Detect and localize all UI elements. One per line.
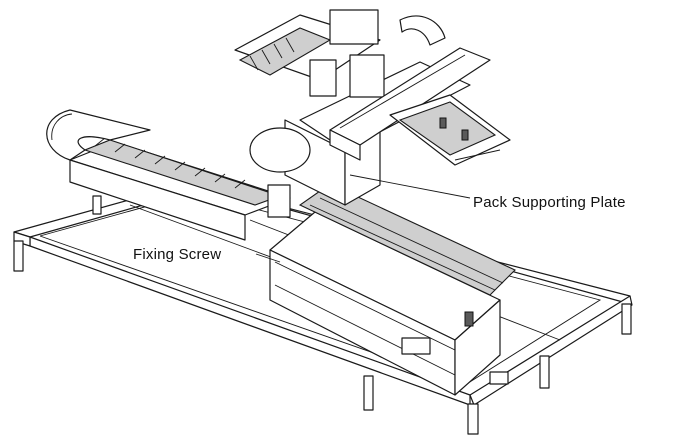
upper-assembly xyxy=(234,9,511,166)
y-axis-beam xyxy=(46,109,291,241)
pack-plate-leader-line xyxy=(349,174,471,199)
pack-supporting-plate-label: Pack Supporting Plate xyxy=(473,194,626,211)
x-axis-beam xyxy=(269,183,516,396)
leader-lines xyxy=(255,174,471,263)
fixing-screw-leader-line xyxy=(255,253,281,263)
fixing-screw-label: Fixing Screw xyxy=(133,246,222,263)
